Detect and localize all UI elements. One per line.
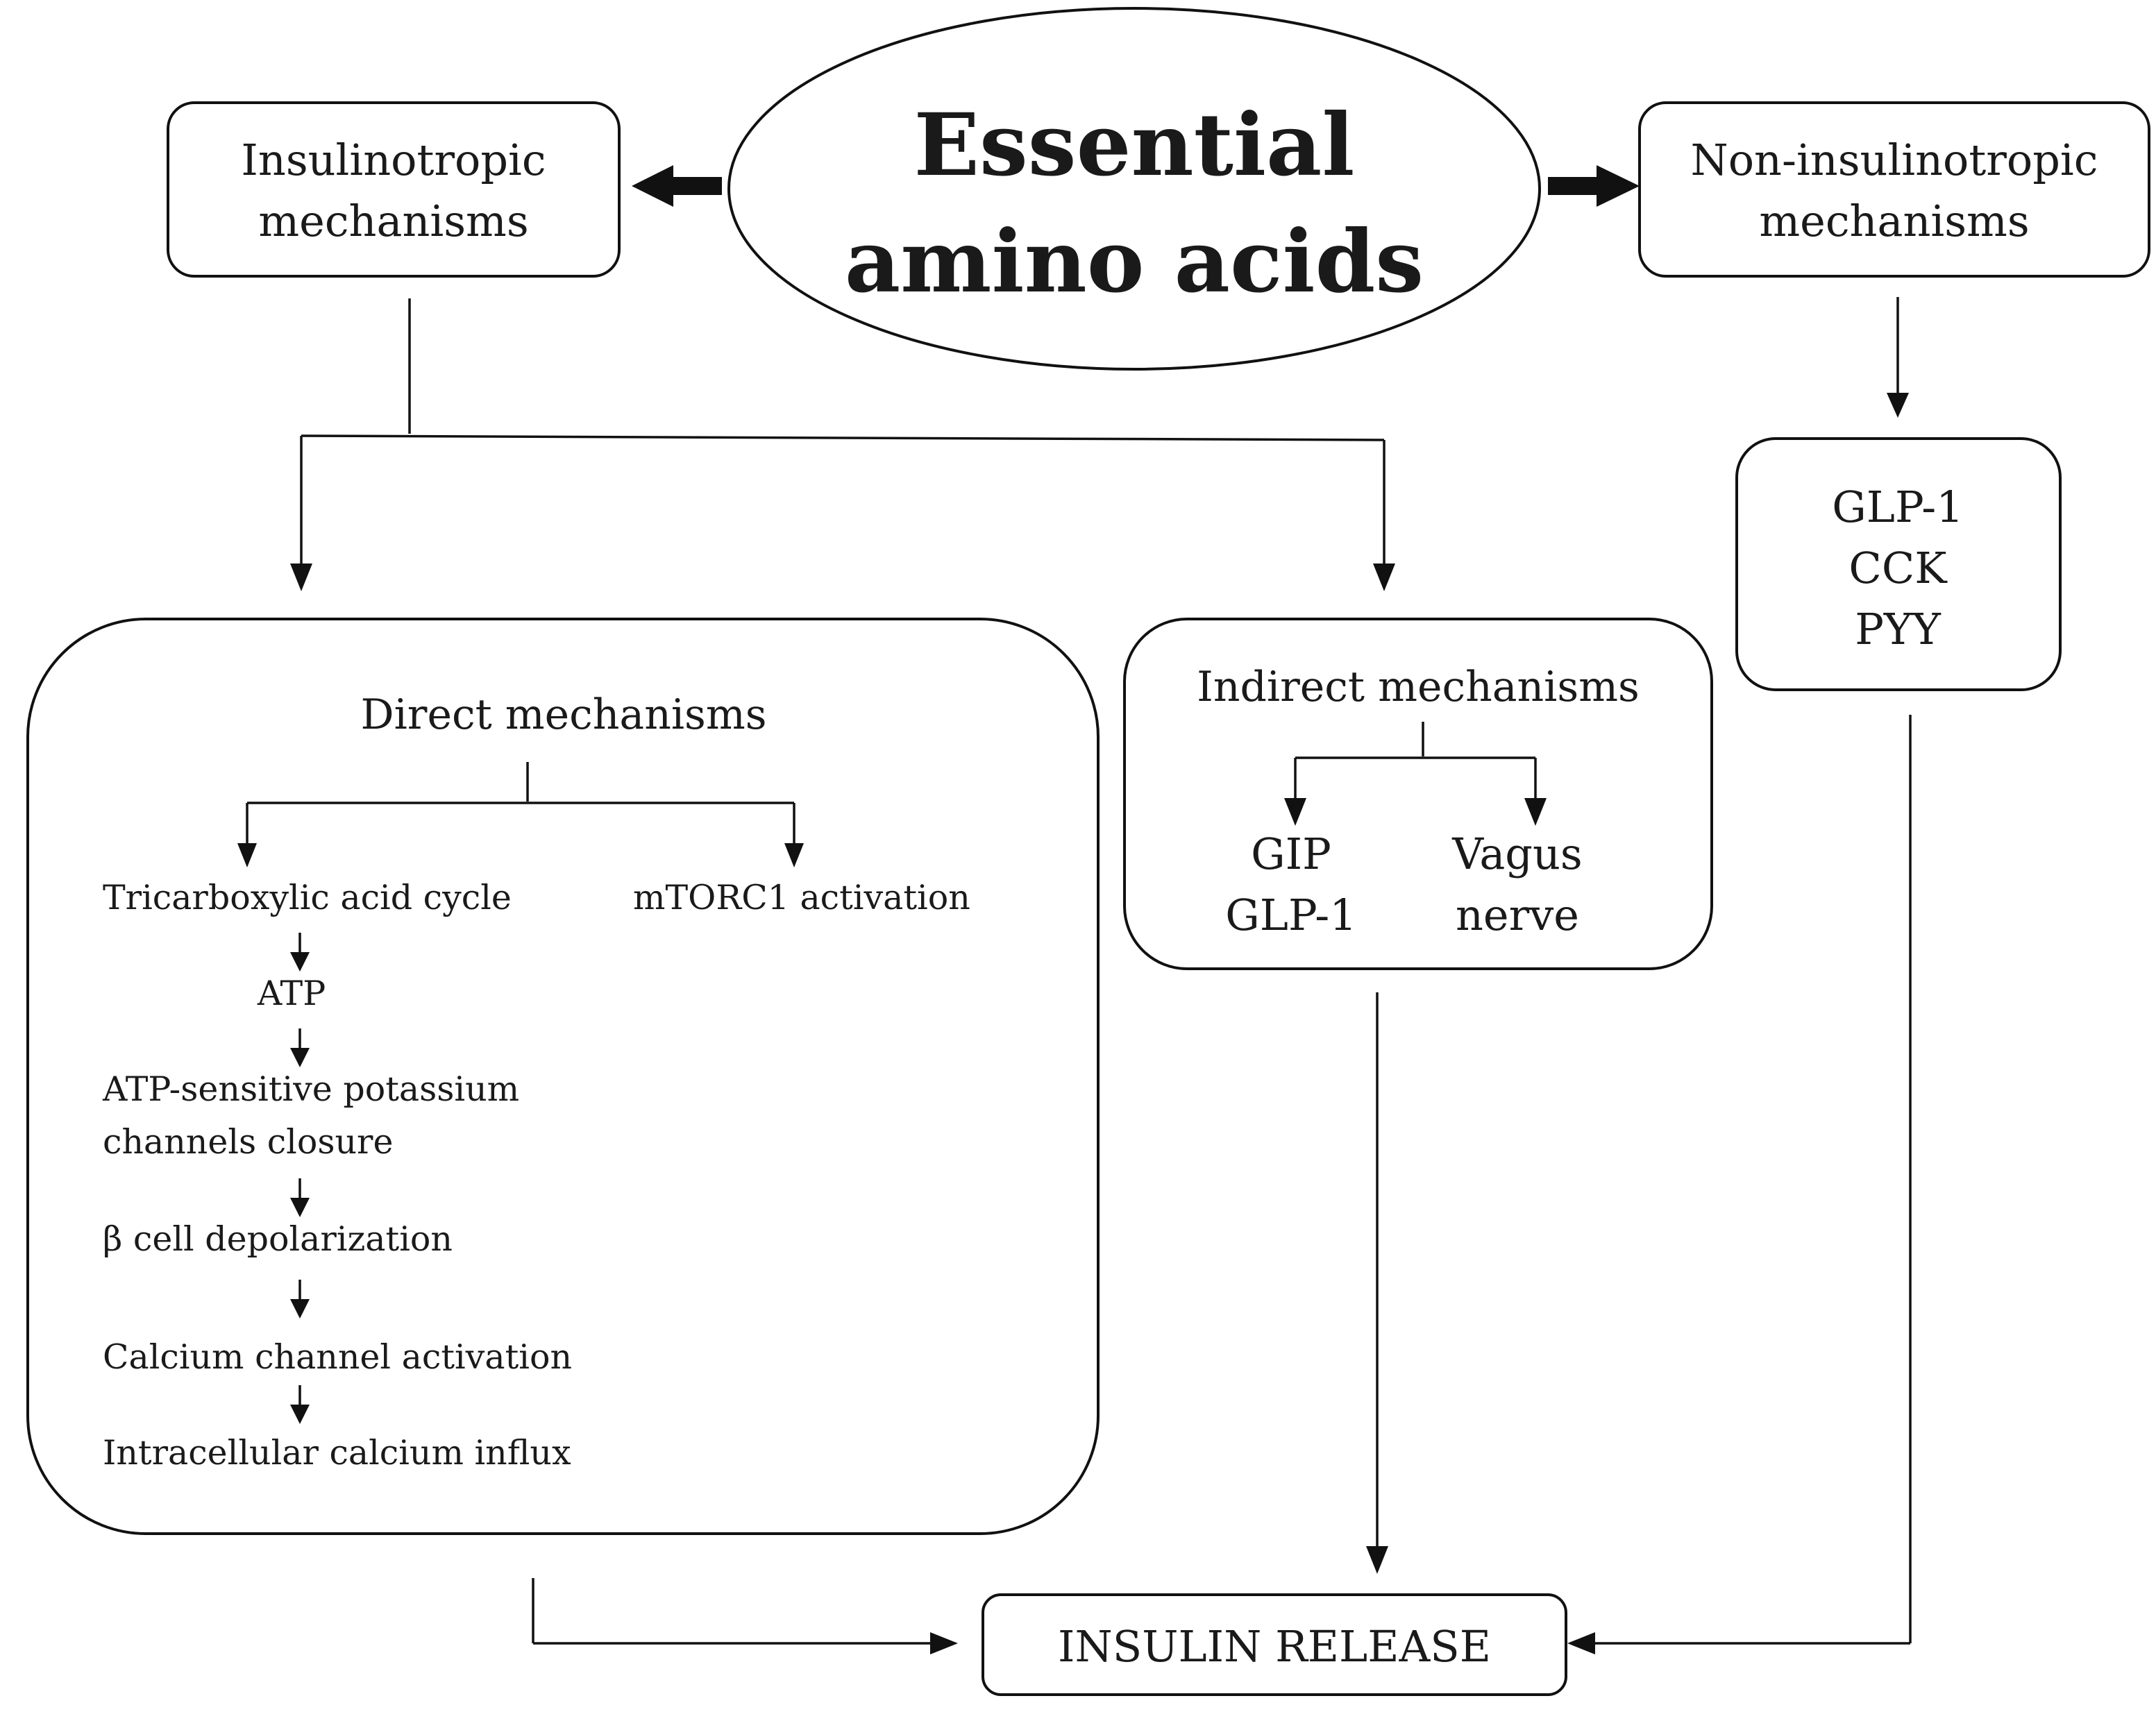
arrow-to-non-insulinotropic <box>1548 165 1640 207</box>
indirect-to-insulin-arrow <box>1366 992 1388 1574</box>
title-line-2: amino acids <box>845 212 1424 312</box>
direct-split-connector <box>237 762 804 867</box>
insulinotropic-line-1: Insulinotropic <box>241 135 546 185</box>
insulinotropic-box <box>167 101 621 278</box>
hormones-to-insulin-arrow <box>1567 715 1912 1654</box>
beta-cell-depolarization-label: β cell depolarization <box>103 1219 453 1259</box>
direct-to-insulin-arrow <box>532 1578 958 1654</box>
indirect-heading: Indirect mechanisms <box>1197 663 1640 711</box>
direct-heading: Direct mechanisms <box>361 690 767 739</box>
tca-cycle-label: Tricarboxylic acid cycle <box>103 878 512 917</box>
glp1-indirect-label: GLP-1 <box>1225 890 1356 940</box>
hormone-cck: CCK <box>1848 543 1948 593</box>
hormone-glp1: GLP-1 <box>1832 482 1963 532</box>
non-insulinotropic-line-1: Non-insulinotropic <box>1690 135 2098 185</box>
arrow-to-insulinotropic <box>632 165 722 207</box>
nerve-label: nerve <box>1456 890 1579 940</box>
gut-hormones-box <box>1735 437 2062 691</box>
insulin-release-label: INSULIN RELEASE <box>1058 1621 1491 1672</box>
insulinotropic-line-2: mechanisms <box>258 196 528 246</box>
calcium-channel-label: Calcium channel activation <box>103 1337 572 1377</box>
hormone-pyy: PYY <box>1855 604 1942 654</box>
katp-label-line-1: ATP-sensitive potassium <box>102 1069 519 1109</box>
mtorc1-label: mTORC1 activation <box>633 878 970 917</box>
essential-amino-acids-node <box>727 7 1541 371</box>
indirect-mechanisms-box <box>1123 618 1713 970</box>
non-insulinotropic-box <box>1638 101 2150 278</box>
title-line-1: Essential <box>913 95 1354 196</box>
vagus-label: Vagus <box>1451 829 1582 879</box>
katp-label-line-2: channels closure <box>103 1122 393 1162</box>
calcium-influx-label: Intracellular calcium influx <box>103 1433 571 1473</box>
atp-label: ATP <box>257 974 326 1013</box>
direct-cascade-arrows <box>290 933 310 1424</box>
insulinotropic-split-connector <box>290 298 1395 591</box>
indirect-split-connector <box>1284 722 1547 826</box>
non-insulinotropic-line-2: mechanisms <box>1759 196 2029 246</box>
insulin-release-box <box>982 1593 1567 1696</box>
non-insulinotropic-down-arrow <box>1887 297 1909 418</box>
gip-label: GIP <box>1251 829 1331 879</box>
